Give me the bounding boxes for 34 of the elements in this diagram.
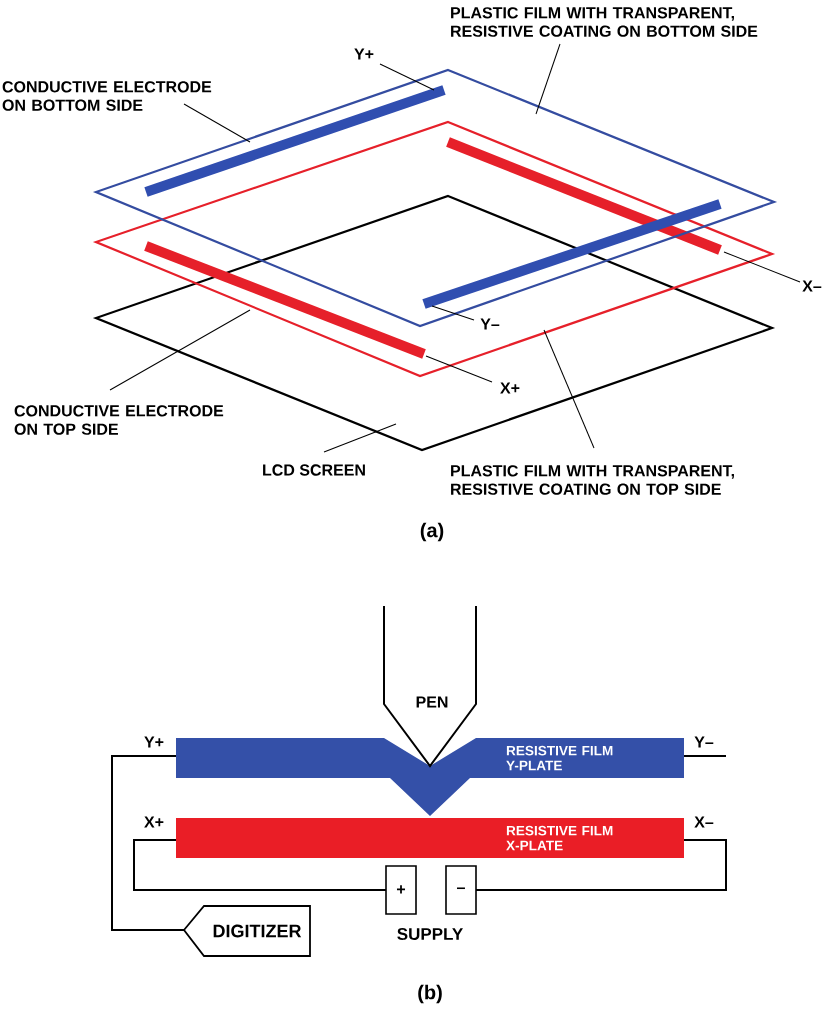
pin-label: Y+ — [144, 736, 164, 748]
leader-line — [431, 305, 475, 321]
terminal-box: – — [445, 865, 477, 915]
electrode-bar — [446, 137, 722, 255]
leader-line — [723, 251, 801, 283]
electrode-bar — [422, 199, 722, 309]
pin-label: X– — [694, 816, 714, 828]
electrode-bar — [144, 241, 426, 359]
callout-label: CONDUCTIVE ELECTRODE ON TOP SIDE — [14, 405, 224, 435]
panel-label: (b) — [418, 984, 442, 1004]
leader-line — [543, 329, 595, 449]
leader-line — [425, 355, 493, 383]
leader-line — [379, 63, 435, 91]
callout-label: PLASTIC FILM WITH TRANSPARENT, RESISTIVE COATING ON BOTTOM SIDE — [451, 7, 758, 37]
callout-label: Y+ — [354, 48, 374, 60]
supply-label: SUPPLY — [397, 928, 463, 940]
pen-label: PEN — [416, 696, 448, 708]
wire — [475, 839, 727, 891]
pin-label: X+ — [144, 816, 164, 828]
wire — [111, 755, 185, 931]
wire — [133, 839, 387, 891]
leader-line — [109, 309, 251, 391]
leader-line — [183, 103, 251, 143]
callout-label: CONDUCTIVE ELECTRODE ON BOTTOM SIDE — [2, 81, 212, 111]
panel-label: (a) — [420, 522, 444, 542]
callout-label: X– — [802, 280, 822, 292]
callout-label: Y– — [480, 318, 500, 330]
leader-line — [323, 423, 397, 453]
callout-label: Y– — [694, 736, 714, 748]
terminal-box: + — [385, 865, 417, 915]
leader-line — [535, 43, 561, 115]
callout-label: PLASTIC FILM WITH TRANSPARENT, RESISTIVE COATING ON TOP SIDE — [451, 465, 734, 495]
wire — [683, 755, 727, 757]
callout-label: LCD SCREEN — [263, 464, 365, 476]
